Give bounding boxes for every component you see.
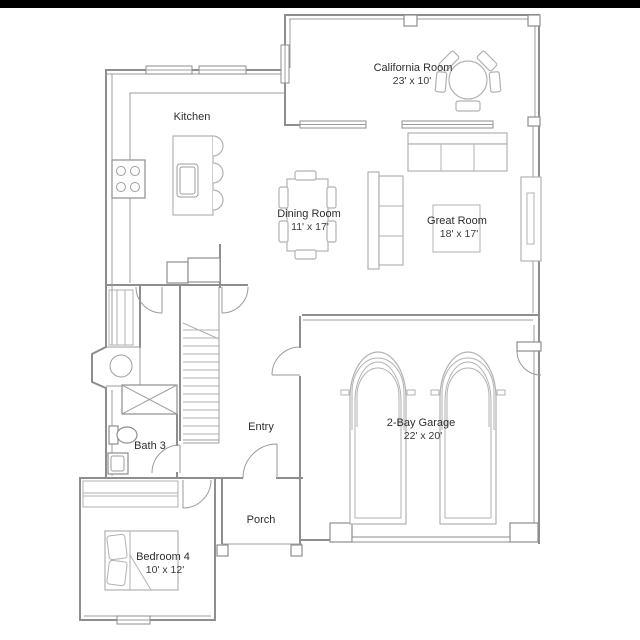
stove-icon — [111, 159, 146, 199]
garage-entry-door-icon — [271, 346, 301, 376]
post — [403, 14, 418, 27]
garage-service-door-leaf — [516, 341, 542, 352]
room-label-dining: Dining Room — [277, 208, 341, 220]
windows — [116, 44, 494, 625]
room-dims-garage: 22' x 20' — [404, 430, 442, 442]
chair-icon — [326, 186, 337, 209]
room-label-bedroom4: Bedroom 4 — [136, 551, 190, 563]
stool-icon — [212, 162, 224, 184]
room-labels: California Room 23' x 10' Kitchen Dining… — [134, 62, 487, 576]
closet-icon — [82, 480, 179, 508]
chair-icon — [455, 100, 481, 112]
bath3-fixtures — [106, 346, 178, 475]
vanity-counter — [106, 346, 141, 385]
room-label-california: California Room — [374, 62, 453, 74]
car-icon — [340, 351, 416, 525]
garage-service-door-icon — [516, 350, 542, 376]
dining-furniture — [278, 170, 337, 260]
chair-icon — [294, 170, 317, 181]
pantry-closet-icon — [108, 289, 134, 346]
chair-icon — [294, 249, 317, 260]
vanity-sink-icon — [109, 354, 133, 378]
pantry-door-icon — [135, 286, 163, 314]
stool-icon — [212, 135, 224, 157]
chair-icon — [438, 50, 460, 72]
room-label-garage: 2-Bay Garage — [387, 417, 455, 429]
room-label-kitchen: Kitchen — [174, 111, 211, 123]
room-label-great: Great Room — [427, 215, 487, 227]
post — [527, 14, 541, 27]
garage-pilaster — [509, 522, 539, 543]
rug-icon — [432, 204, 481, 253]
stool-icon — [212, 189, 224, 211]
garage-cars — [340, 351, 506, 525]
bedroom-door-icon — [182, 479, 212, 509]
room-label-entry: Entry — [248, 421, 274, 433]
cabinet — [187, 257, 221, 283]
room-dims-bedroom4: 10' x 12' — [146, 564, 184, 576]
stairs-icon — [182, 322, 220, 435]
pillow-icon — [106, 533, 128, 561]
bath-cabinet-icon — [107, 452, 129, 475]
car-icon — [430, 351, 506, 525]
porch-post — [216, 544, 229, 557]
chair-icon — [278, 220, 289, 243]
sofa-icon — [407, 132, 508, 145]
sectional-sofa-icon — [367, 171, 380, 270]
chair-icon — [326, 220, 337, 243]
chair-icon — [278, 186, 289, 209]
front-door-icon — [242, 443, 278, 479]
chair-icon — [434, 71, 448, 93]
kitchen-fixtures — [108, 92, 285, 346]
top-bar — [0, 0, 640, 8]
round-table-icon — [448, 60, 488, 100]
bedroom4-furniture — [82, 480, 179, 591]
chair-icon — [476, 50, 498, 72]
counter-edge — [129, 92, 285, 283]
room-label-porch: Porch — [247, 514, 276, 526]
room-dims-california: 23' x 10' — [393, 75, 431, 87]
great-room-furniture — [367, 132, 542, 270]
bath-door-icon — [151, 444, 181, 474]
doors — [135, 286, 542, 509]
porch-post — [290, 544, 303, 557]
kitchen-island-icon — [172, 135, 214, 216]
chair-icon — [488, 71, 502, 93]
post — [527, 116, 541, 127]
room-dims-dining: 11' x 17' — [291, 221, 329, 233]
hall-door-icon — [221, 286, 249, 314]
garage-pilaster — [329, 522, 353, 543]
cabinet — [166, 261, 189, 284]
sink-icon — [176, 163, 199, 198]
walls — [79, 14, 541, 621]
garage-door — [351, 536, 511, 543]
room-label-bath3: Bath 3 — [134, 440, 166, 452]
room-dims-great: 18' x 17' — [440, 228, 478, 240]
california-room-furniture — [434, 50, 502, 112]
media-console-icon — [520, 176, 542, 262]
pillow-icon — [106, 559, 128, 587]
